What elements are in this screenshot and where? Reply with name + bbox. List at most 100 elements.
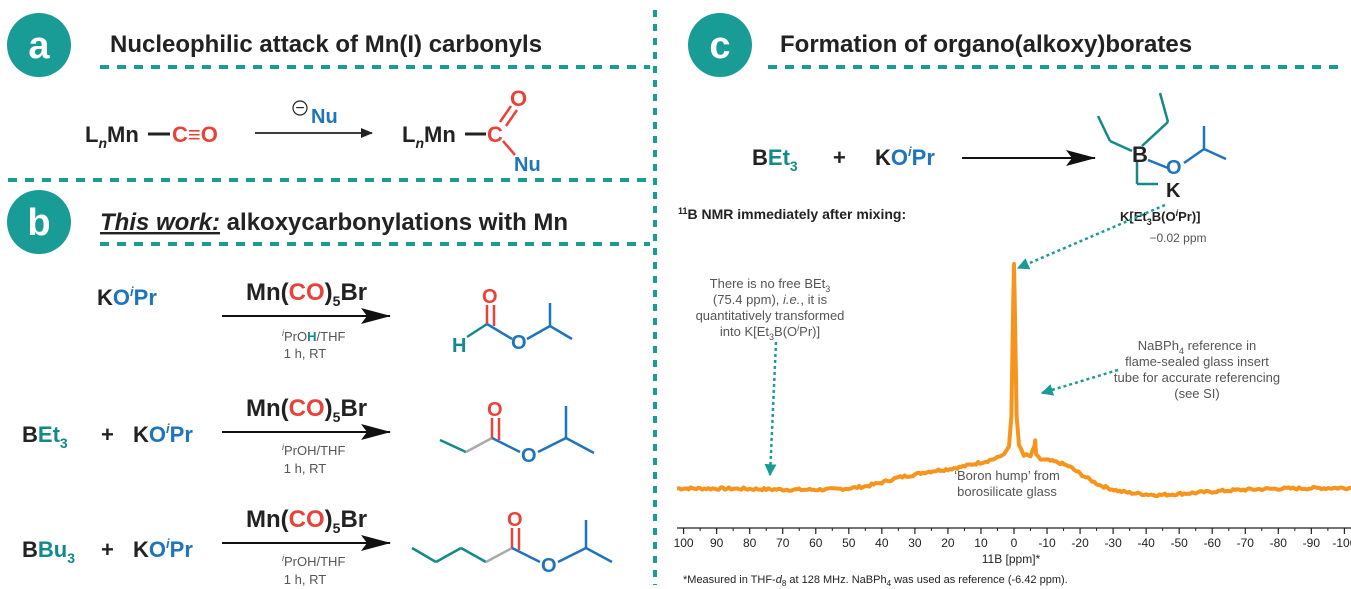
- panel-b-title: This work: alkoxycarbonylations with Mn: [100, 209, 568, 236]
- svg-text:(75.4 ppm), i.e., it is: (75.4 ppm), i.e., it is: [713, 292, 828, 307]
- product-acyl-c: C: [487, 122, 503, 147]
- x-tick-label: -60: [1204, 536, 1222, 550]
- badge-b-letter: b: [27, 202, 50, 244]
- badge-c-letter: c: [709, 25, 730, 67]
- x-tick-label: 70: [776, 536, 790, 550]
- reaction-row-3: BBu3 + KOiPr Mn(CO)5Br iPrOH/THF 1 h, RT…: [22, 506, 613, 587]
- reactant-ln-mn: LnMn: [85, 122, 139, 151]
- x-tick-label: -100: [1332, 536, 1351, 550]
- x-tick-label: 0: [1011, 536, 1018, 550]
- pointer-free-bet3: [764, 341, 778, 477]
- equation-koipr: KOiPr: [875, 144, 935, 170]
- formate-carbonyl-o: O: [482, 286, 498, 308]
- badge-b: [7, 190, 71, 254]
- svg-text:flame-sealed glass insert: flame-sealed glass insert: [1125, 354, 1269, 369]
- conditions-1a: iPrOH/THF: [282, 328, 345, 344]
- pointer-reference-peak: [1040, 368, 1119, 396]
- conditions-2b: 1 h, RT: [284, 461, 326, 476]
- nucleophile-charge: −: [295, 100, 304, 117]
- x-tick-label: 30: [908, 536, 922, 550]
- panel-b: b This work: alkoxycarbonylations with M…: [7, 190, 650, 587]
- catalyst-3: Mn(CO)5Br: [246, 506, 367, 536]
- svg-text:There is no free BEt3: There is no free BEt3: [710, 276, 831, 294]
- badge-a: [7, 13, 71, 77]
- pointer-borate-peak: [1016, 203, 1166, 270]
- borate-shift: −0.02 ppm: [1149, 231, 1206, 245]
- conditions-2a: iPrOH/THF: [282, 442, 345, 458]
- panel-c: c Formation of organo(alkoxy)borates BEt…: [674, 13, 1351, 588]
- svg-text:into K[Et3B(OiPr)]: into K[Et3B(OiPr)]: [720, 323, 820, 342]
- x-tick-label: 20: [941, 536, 955, 550]
- product-oxygen: O: [510, 86, 527, 111]
- footnote: *Measured in THF-d8 at 128 MHz. NaBPh4 w…: [683, 574, 1068, 588]
- x-tick-label: -90: [1303, 536, 1321, 550]
- annotation-boron-hump: ‘Boron hump’ from borosilicate glass: [954, 468, 1060, 499]
- borate-label: K[Et3B(OiPr)]: [1120, 208, 1200, 227]
- annotation-free-bet3: There is no free BEt3 (75.4 ppm), i.e., …: [696, 276, 845, 342]
- badge-a-letter: a: [28, 25, 50, 67]
- svg-text:‘Boron hump’ from: ‘Boron hump’ from: [954, 468, 1060, 483]
- carbonyl-co: C≡O: [172, 122, 218, 147]
- x-tick-label: -20: [1071, 536, 1089, 550]
- product-isopropyl-pentanoate: O O: [411, 509, 613, 577]
- nucleophile-charge-circle: [292, 100, 308, 116]
- x-tick-label: 80: [743, 536, 757, 550]
- product-isopropyl-propanoate: O O: [439, 399, 595, 467]
- nmr-heading: 11B NMR immediately after mixing:: [678, 206, 906, 222]
- reagent-bet3: BEt3: [22, 422, 68, 451]
- x-tick-label: 90: [710, 536, 724, 550]
- svg-text:borosilicate glass: borosilicate glass: [957, 484, 1057, 499]
- reagent-koipr-2: KOiPr: [133, 421, 193, 447]
- plus-3: +: [101, 537, 114, 562]
- product-isopropyl-formate: O H O: [452, 286, 573, 357]
- equation-bet3: BEt3: [752, 145, 798, 174]
- pentanoate-carbonyl-o: O: [507, 509, 523, 531]
- product-co-double-2: [504, 109, 519, 127]
- catalyst-2: Mn(CO)5Br: [246, 395, 367, 425]
- reagent-koipr-3: KOiPr: [133, 536, 193, 562]
- catalyst-1: Mn(CO)5Br: [246, 279, 367, 309]
- propanoate-carbonyl-o: O: [487, 399, 503, 421]
- x-tick-label: -80: [1270, 536, 1288, 550]
- formate-h: H: [452, 335, 466, 357]
- pentanoate-ester-o: O: [541, 555, 557, 577]
- propanoate-ester-o: O: [521, 445, 537, 467]
- conditions-3b: 1 h, RT: [284, 572, 326, 587]
- product-nu: Nu: [514, 154, 541, 176]
- x-tick-label: -70: [1237, 536, 1255, 550]
- borate-b: B: [1132, 142, 1148, 167]
- reaction-row-1: KOiPr Mn(CO)5Br iPrOH/THF 1 h, RT O H O: [97, 279, 573, 361]
- conditions-3a: iPrOH/THF: [282, 553, 345, 569]
- borate-structure: B O K: [1096, 92, 1227, 202]
- x-tick-label: 100: [674, 536, 694, 550]
- x-tick-label: 50: [842, 536, 856, 550]
- x-tick-label: -50: [1171, 536, 1189, 550]
- x-tick-label: 60: [809, 536, 823, 550]
- svg-text:tube for accurate referencing: tube for accurate referencing: [1114, 370, 1280, 385]
- x-tick-label: 40: [875, 536, 889, 550]
- annotation-nabph4: NaBPh4 reference in flame-sealed glass i…: [1114, 338, 1280, 401]
- panel-c-title: Formation of organo(alkoxy)borates: [780, 31, 1192, 58]
- badge-c: [688, 13, 752, 77]
- x-tick-label: -40: [1137, 536, 1155, 550]
- x-tick-label: -10: [1038, 536, 1056, 550]
- formate-ester-o: O: [511, 332, 527, 354]
- equation-plus: +: [833, 145, 846, 170]
- nucleophile-nu: Nu: [311, 106, 338, 128]
- borate-k: K: [1166, 180, 1181, 202]
- product-c-nu-bond: [502, 140, 516, 156]
- product-co-double-1: [498, 105, 513, 123]
- panel-a: a Nucleophilic attack of Mn(I) carbonyls…: [7, 13, 650, 176]
- svg-text:NaBPh4 reference in: NaBPh4 reference in: [1138, 338, 1256, 356]
- panel-a-title: Nucleophilic attack of Mn(I) carbonyls: [110, 31, 542, 58]
- reaction-row-2: BEt3 + KOiPr Mn(CO)5Br iPrOH/THF 1 h, RT…: [22, 395, 595, 476]
- reagent-bbu3: BBu3: [22, 537, 75, 566]
- x-tick-label: -30: [1104, 536, 1122, 550]
- plus-2: +: [101, 422, 114, 447]
- svg-text:quantitatively transformed: quantitatively transformed: [696, 308, 845, 323]
- conditions-1b: 1 h, RT: [284, 346, 326, 361]
- nmr-spectrum-line: [676, 262, 1351, 499]
